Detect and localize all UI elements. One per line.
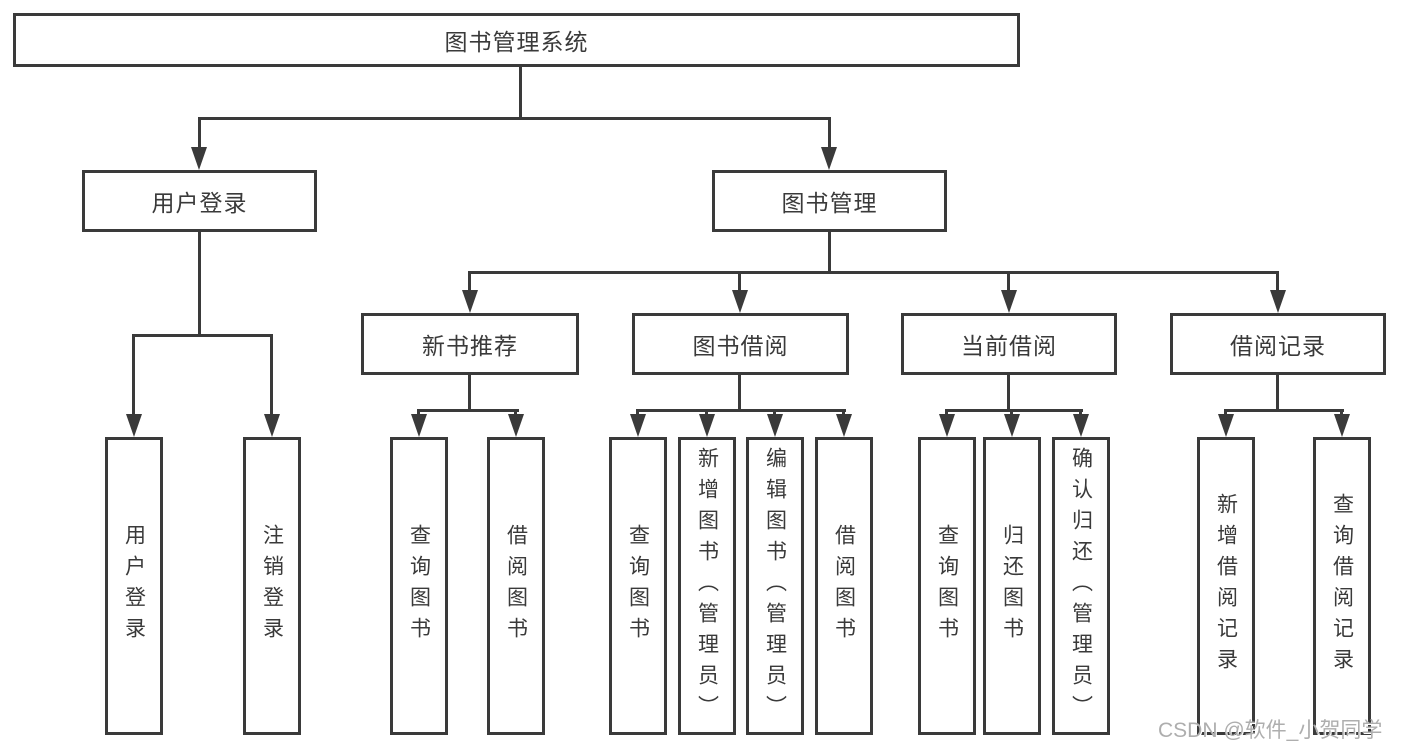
arrow-down-icon — [1073, 414, 1089, 437]
connector-arrow-shaft — [270, 334, 273, 416]
connector-arrow-shaft — [468, 271, 471, 292]
leaf-label: 归还图书 — [1000, 524, 1024, 648]
connector-level2-branch — [198, 117, 831, 120]
leaf-label: 编辑图书（管理员） — [763, 446, 787, 726]
leaf-label: 新增图书（管理员） — [695, 446, 719, 726]
arrow-down-icon — [264, 414, 280, 437]
connector-branch — [636, 409, 846, 412]
node-label: 图书借阅 — [692, 333, 789, 359]
connector-stem — [468, 373, 471, 412]
leaf-label: 查询借阅记录 — [1330, 493, 1354, 679]
leaf-label: 查询图书 — [935, 524, 959, 648]
leaf-label: 新增借阅记录 — [1214, 493, 1238, 679]
leaf-borrow-books: 借阅图书 — [815, 437, 873, 735]
node-user-login: 用户登录 — [82, 170, 317, 232]
arrow-down-icon — [508, 414, 524, 437]
arrow-down-icon — [1218, 414, 1234, 437]
connector-stem — [1007, 373, 1010, 412]
arrow-down-icon — [699, 414, 715, 437]
connector-branch — [1224, 409, 1344, 412]
arrow-down-icon — [1001, 290, 1017, 313]
arrow-down-icon — [630, 414, 646, 437]
node-book-borrowing: 图书借阅 — [632, 313, 849, 375]
node-library-management-system: 图书管理系统 — [13, 13, 1020, 67]
leaf-logout: 注销登录 — [243, 437, 301, 735]
connector-arrow-shaft — [132, 334, 135, 416]
arrow-down-icon — [411, 414, 427, 437]
leaf-label: 查询图书 — [626, 524, 650, 648]
arrow-down-icon — [126, 414, 142, 437]
arrow-down-icon — [1334, 414, 1350, 437]
node-label: 图书管理系统 — [444, 29, 589, 55]
connector-arrow-shaft — [636, 409, 639, 418]
node-new-book-recommendation: 新书推荐 — [361, 313, 579, 375]
leaf-add-borrow-record: 新增借阅记录 — [1197, 437, 1255, 735]
node-label: 借阅记录 — [1230, 333, 1326, 359]
connector-arrow-shaft — [842, 409, 845, 418]
connector-arrow-shaft — [1010, 409, 1013, 418]
arrow-down-icon — [1004, 414, 1020, 437]
leaf-label: 确认归还（管理员） — [1069, 446, 1093, 726]
arrow-down-icon — [836, 414, 852, 437]
connector-user-login-branch — [132, 334, 273, 337]
leaf-return-book: 归还图书 — [983, 437, 1041, 735]
connector-branch — [945, 409, 1083, 412]
connector-branch — [417, 409, 519, 412]
connector-root-stem — [519, 65, 522, 119]
leaf-query-books-recommend: 查询图书 — [390, 437, 448, 735]
leaf-confirm-return-admin: 确认归还（管理员） — [1052, 437, 1110, 735]
leaf-query-books-borrow: 查询图书 — [609, 437, 667, 735]
leaf-query-books-current: 查询图书 — [918, 437, 976, 735]
connector-arrow-shaft — [1340, 409, 1343, 418]
leaf-label: 借阅图书 — [504, 524, 528, 648]
connector-book-mgmt-stem — [828, 230, 831, 274]
connector-arrow-shaft — [773, 409, 776, 418]
leaf-label: 用户登录 — [122, 524, 146, 648]
arrow-down-icon — [767, 414, 783, 437]
arrow-down-icon — [191, 147, 207, 170]
connector-arrow-shaft — [1224, 409, 1227, 418]
node-label: 当前借阅 — [961, 333, 1057, 359]
arrow-down-icon — [732, 290, 748, 313]
node-book-management: 图书管理 — [712, 170, 947, 232]
leaf-borrow-books-recommend: 借阅图书 — [487, 437, 545, 735]
connector-arrow-shaft — [1007, 271, 1010, 292]
connector-arrow-shaft — [705, 409, 708, 418]
connector-user-login-stem — [198, 230, 201, 336]
connector-arrow-shaft — [945, 409, 948, 418]
node-label: 用户登录 — [151, 190, 248, 216]
connector-arrow-shaft — [198, 117, 201, 151]
leaf-label: 注销登录 — [260, 524, 284, 648]
connector-arrow-shaft — [514, 409, 517, 418]
connector-arrow-shaft — [1079, 409, 1082, 418]
connector-stem — [1276, 373, 1279, 412]
arrow-down-icon — [462, 290, 478, 313]
node-current-borrowing: 当前借阅 — [901, 313, 1117, 375]
node-label: 图书管理 — [781, 190, 878, 216]
arrow-down-icon — [821, 147, 837, 170]
connector-arrow-shaft — [738, 271, 741, 292]
watermark: CSDN @软件_小贺同学 — [1158, 719, 1383, 742]
connector-arrow-shaft — [417, 409, 420, 418]
connector-stem — [738, 373, 741, 412]
leaf-label: 查询图书 — [407, 524, 431, 648]
connector-arrow-shaft — [1276, 271, 1279, 292]
leaf-add-book-admin: 新增图书（管理员） — [678, 437, 736, 735]
arrow-down-icon — [939, 414, 955, 437]
connector-level3-branch — [468, 271, 1279, 274]
node-borrowing-records: 借阅记录 — [1170, 313, 1386, 375]
leaf-query-borrow-record: 查询借阅记录 — [1313, 437, 1371, 735]
leaf-label: 借阅图书 — [832, 524, 856, 648]
leaf-edit-book-admin: 编辑图书（管理员） — [746, 437, 804, 735]
node-label: 新书推荐 — [422, 333, 518, 359]
arrow-down-icon — [1270, 290, 1286, 313]
connector-arrow-shaft — [828, 117, 831, 151]
leaf-user-login: 用户登录 — [105, 437, 163, 735]
